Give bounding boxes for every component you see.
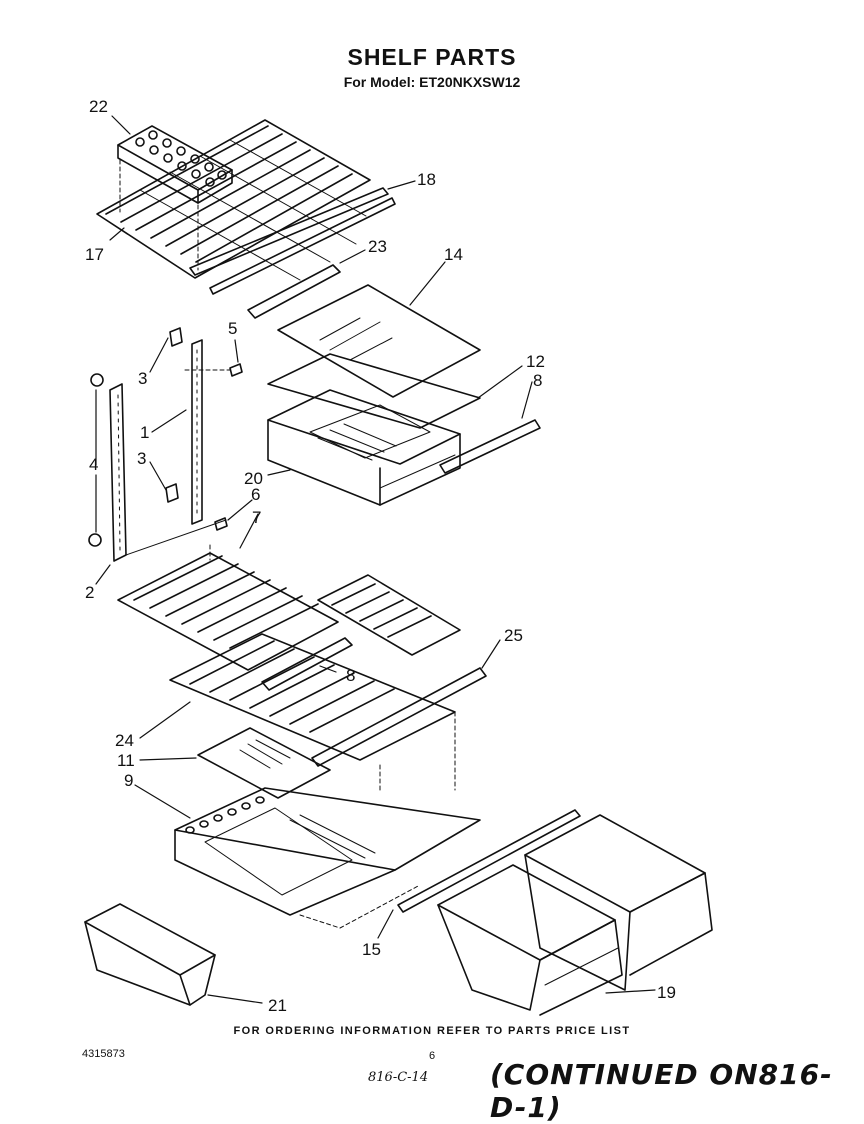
part-3-lower-clip — [165, 483, 179, 503]
part-3-upper-clip — [169, 327, 183, 347]
part-18-shelf-trim — [189, 187, 396, 295]
callout-24: 24 — [115, 731, 134, 750]
callout-17: 17 — [85, 245, 104, 264]
exploded-parts-diagram: 22 18 17 23 14 5 3 12 8 1 4 3 20 6 7 2 2… — [84, 97, 713, 1016]
callout-8-middle: 8 — [346, 666, 355, 685]
page-title: SHELF PARTS — [347, 44, 517, 70]
part-23-trim — [247, 264, 341, 319]
part-21-door-bin — [84, 903, 216, 1006]
ordering-note: FOR ORDERING INFORMATION REFER TO PARTS … — [233, 1025, 631, 1037]
part-14-glass-shelf — [277, 284, 481, 398]
callout-leader-lines — [95, 115, 656, 1004]
callout-9: 9 — [124, 771, 133, 790]
part-9-crisper-cover — [174, 787, 481, 916]
part-6-screw — [214, 517, 228, 531]
part-8-middle-rod — [261, 637, 353, 691]
callout-21: 21 — [268, 996, 287, 1015]
callout-8-upper: 8 — [533, 371, 542, 390]
part-17-upper-wire-shelf — [96, 119, 371, 281]
part-11-glass-insert — [197, 727, 331, 799]
callout-4: 4 — [89, 455, 98, 474]
part-19-crisper-drawers — [437, 814, 713, 1016]
callout-3-upper: 3 — [138, 369, 147, 388]
model-subtitle: For Model: ET20NKXSW12 — [343, 74, 521, 90]
part-5-screw — [229, 363, 243, 377]
continued-note: (CONTINUED ON816-D-1) — [490, 1058, 833, 1124]
handwritten-reference: 816-C-14 — [368, 1070, 429, 1085]
callout-2: 2 — [85, 583, 94, 602]
part-4-lower-cap — [88, 533, 102, 547]
callout-18: 18 — [417, 170, 436, 189]
callout-14: 14 — [444, 245, 463, 264]
part-4-upper-cap — [90, 373, 104, 387]
part-15-divider-rod — [397, 809, 581, 913]
callout-20: 20 — [244, 469, 263, 488]
part-12-20-deli-drawer — [267, 353, 481, 506]
callout-22: 22 — [89, 97, 108, 116]
callout-6: 6 — [251, 485, 260, 504]
callout-7: 7 — [252, 508, 261, 527]
page-number: 6 — [429, 1050, 436, 1062]
callout-3-lower: 3 — [137, 449, 146, 468]
callout-23: 23 — [368, 237, 387, 256]
callout-19: 19 — [657, 983, 676, 1002]
callout-1: 1 — [140, 423, 149, 442]
part-7-middle-wire-shelf — [117, 552, 461, 671]
document-number: 4315873 — [82, 1048, 125, 1060]
callout-15: 15 — [362, 940, 381, 959]
callout-12: 12 — [526, 352, 545, 371]
callout-11: 11 — [117, 751, 135, 770]
part-24-lower-wire-shelf — [169, 633, 456, 761]
callout-5: 5 — [228, 319, 237, 338]
part-1-right-ladder — [191, 339, 203, 525]
part-22-egg-tray — [117, 125, 233, 204]
callout-25: 25 — [504, 626, 523, 645]
part-2-left-ladder — [109, 383, 227, 562]
part-8-upper-rod — [439, 419, 541, 474]
